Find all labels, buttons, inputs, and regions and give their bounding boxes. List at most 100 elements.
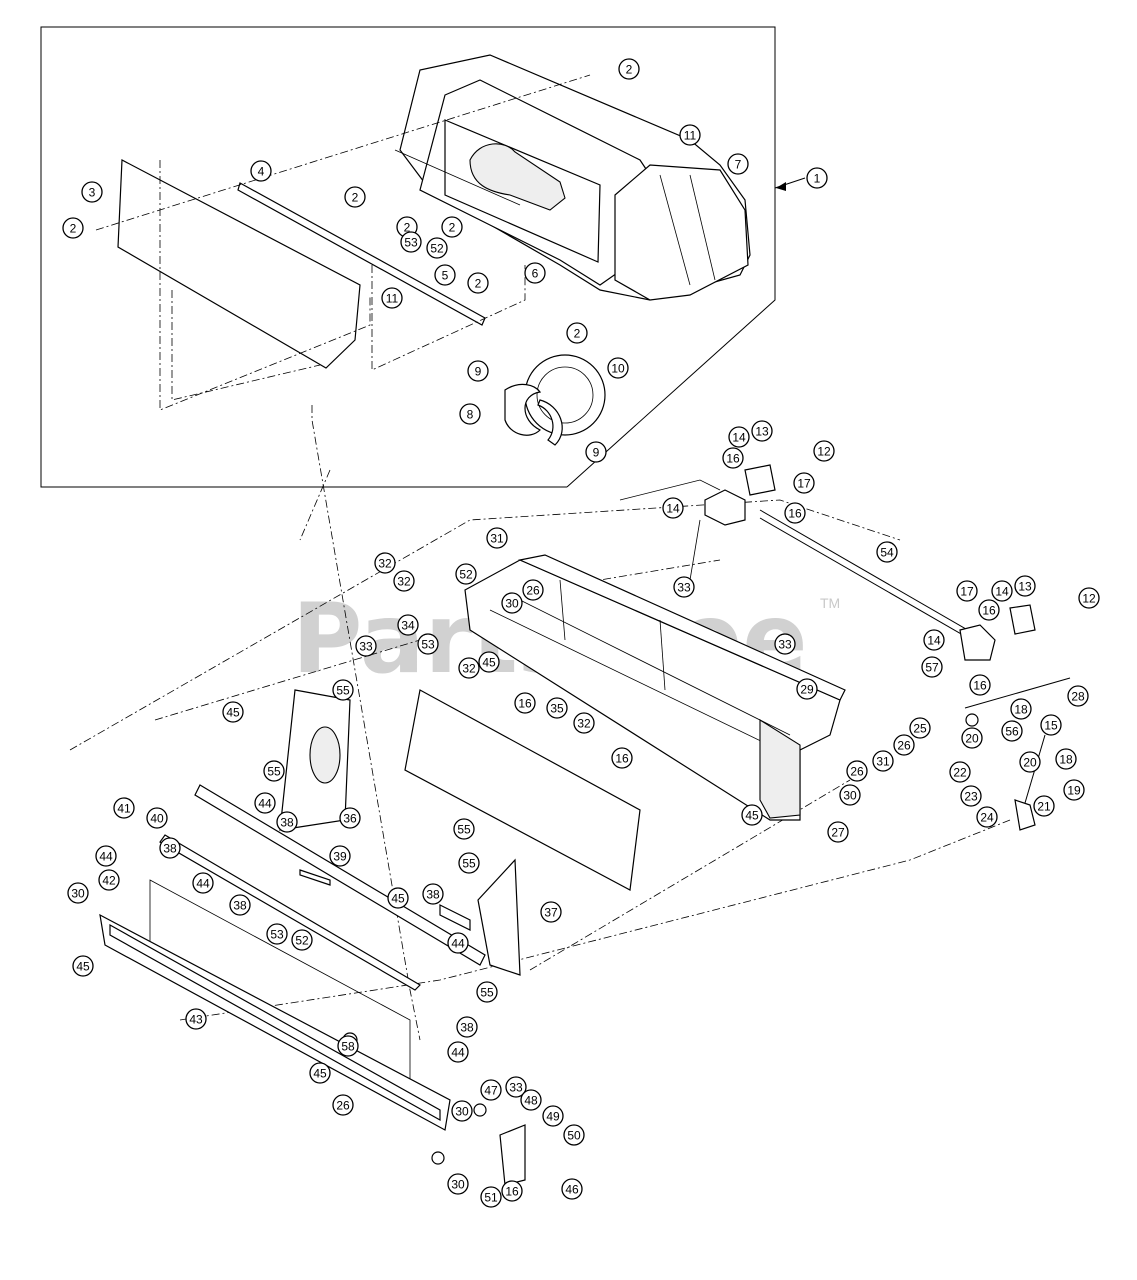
callout-circle xyxy=(332,679,354,701)
callout-circle xyxy=(546,697,568,719)
callout-circle xyxy=(146,807,168,829)
callout-circle xyxy=(876,541,898,563)
callout-7: 7 xyxy=(727,153,749,175)
callout-circle xyxy=(514,692,536,714)
callout-53: 53 xyxy=(417,633,439,655)
callout-circle xyxy=(679,124,701,146)
callout-circle xyxy=(611,747,633,769)
callout-number: 16 xyxy=(615,752,629,766)
callout-number: 24 xyxy=(980,811,994,825)
callout-number: 11 xyxy=(386,292,399,306)
callout-number: 16 xyxy=(518,697,532,711)
callout-number: 16 xyxy=(788,507,802,521)
callout-16: 16 xyxy=(514,692,536,714)
end-plate xyxy=(431,1103,526,1186)
callout-number: 45 xyxy=(76,960,90,974)
callout-13: 13 xyxy=(751,420,773,442)
callout-number: 3 xyxy=(89,186,96,200)
callout-number: 45 xyxy=(313,1067,327,1081)
callout-number: 20 xyxy=(965,732,979,746)
callout-number: 31 xyxy=(490,532,504,546)
callout-circle xyxy=(400,231,422,253)
callout-number: 33 xyxy=(778,638,792,652)
callout-circle xyxy=(991,580,1013,602)
deflector-panel xyxy=(404,689,641,891)
callout-circle xyxy=(1019,751,1041,773)
callout-31: 31 xyxy=(486,527,508,549)
callout-number: 26 xyxy=(897,739,911,753)
callout-45: 45 xyxy=(222,701,244,723)
callout-47: 47 xyxy=(480,1079,502,1101)
callout-circle xyxy=(728,426,750,448)
callout-number: 5 xyxy=(442,269,449,283)
callout-number: 23 xyxy=(964,790,978,804)
callout-21: 21 xyxy=(1033,795,1055,817)
callout-41: 41 xyxy=(113,797,135,819)
callout-number: 43 xyxy=(189,1013,203,1027)
callout-circle xyxy=(192,872,214,894)
callout-circle xyxy=(458,852,480,874)
callout-number: 45 xyxy=(226,706,240,720)
callout-45: 45 xyxy=(387,887,409,909)
callout-38: 38 xyxy=(422,883,444,905)
callout-45: 45 xyxy=(309,1062,331,1084)
callout-circle xyxy=(455,563,477,585)
callout-44: 44 xyxy=(192,872,214,894)
callout-number: 55 xyxy=(457,823,471,837)
callout-circle xyxy=(72,955,94,977)
callout-circle xyxy=(1063,779,1085,801)
callout-circle xyxy=(607,357,629,379)
callout-number: 41 xyxy=(117,802,131,816)
callout-number: 1 xyxy=(814,172,821,186)
main-frame xyxy=(464,554,846,821)
callout-circle xyxy=(441,216,463,238)
callout-number: 26 xyxy=(336,1099,350,1113)
callout-number: 52 xyxy=(430,242,444,256)
callout-circle xyxy=(774,633,796,655)
callout-number: 13 xyxy=(755,425,769,439)
callout-55: 55 xyxy=(453,818,475,840)
callout-number: 55 xyxy=(480,986,494,1000)
callout-number: 20 xyxy=(1023,756,1037,770)
callout-30: 30 xyxy=(839,784,861,806)
callout-57: 57 xyxy=(921,656,943,678)
callout-23: 23 xyxy=(960,785,982,807)
callout-circle xyxy=(722,447,744,469)
callout-2: 2 xyxy=(618,58,640,80)
callout-number: 9 xyxy=(475,365,482,379)
callout-number: 51 xyxy=(484,1191,498,1205)
linkage xyxy=(964,677,1071,831)
callout-38: 38 xyxy=(276,811,298,833)
callout-number: 32 xyxy=(462,662,476,676)
callout-36: 36 xyxy=(339,807,361,829)
callout-52: 52 xyxy=(455,563,477,585)
callout-circle xyxy=(309,1062,331,1084)
callout-circle xyxy=(332,1094,354,1116)
callout-circle xyxy=(561,1178,583,1200)
callout-17: 17 xyxy=(793,472,815,494)
callout-number: 58 xyxy=(341,1040,355,1054)
callout-circle xyxy=(563,1124,585,1146)
callout-circle xyxy=(417,633,439,655)
watermark-trademark: TM xyxy=(820,595,840,611)
callout-43: 43 xyxy=(185,1008,207,1030)
callout-16: 16 xyxy=(722,447,744,469)
callout-circle xyxy=(480,1079,502,1101)
shroud-panels xyxy=(95,74,591,411)
callout-18: 18 xyxy=(1055,748,1077,770)
callout-circle xyxy=(1040,714,1062,736)
callout-number: 38 xyxy=(460,1021,474,1035)
callout-number: 2 xyxy=(352,191,359,205)
callout-circle xyxy=(1001,720,1023,742)
callout-44: 44 xyxy=(95,845,117,867)
callout-circle xyxy=(62,217,84,239)
callout-number: 53 xyxy=(404,236,418,250)
callout-16: 16 xyxy=(969,674,991,696)
callout-32: 32 xyxy=(393,570,415,592)
callout-circle xyxy=(458,657,480,679)
callout-33: 33 xyxy=(355,635,377,657)
callout-26: 26 xyxy=(846,760,868,782)
callout-circle xyxy=(846,760,868,782)
callout-37: 37 xyxy=(540,901,562,923)
